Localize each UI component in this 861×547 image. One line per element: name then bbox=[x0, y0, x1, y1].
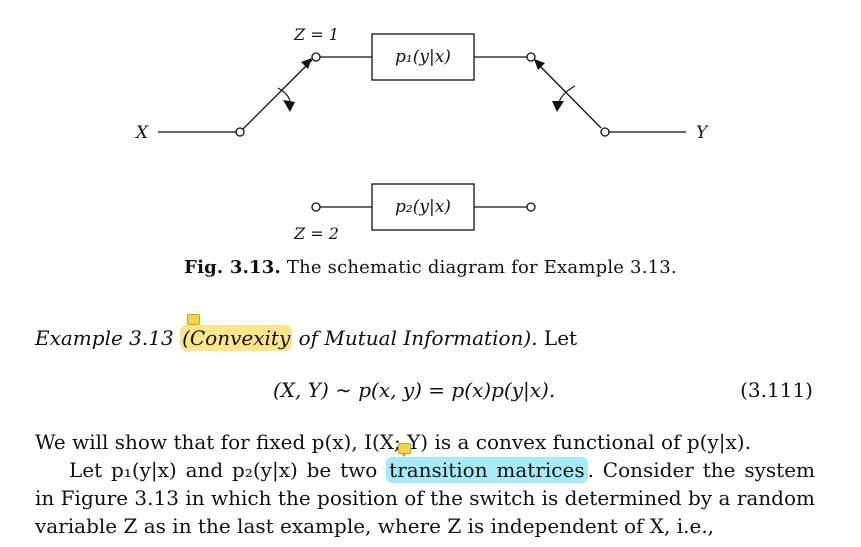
annotation-note-icon[interactable] bbox=[187, 314, 200, 328]
figure-caption: Fig. 3.13. The schematic diagram for Exa… bbox=[0, 257, 861, 278]
right-rotation-arrowhead bbox=[552, 101, 564, 112]
right-switch-arm bbox=[534, 60, 602, 129]
left-switch-pivot bbox=[235, 127, 245, 137]
paragraph-line-4: variable Z as in the last example, where… bbox=[35, 514, 715, 538]
channel-box-2-label: p₂(y|x) bbox=[395, 197, 451, 217]
paragraph-line-2-pre: Let p₁(y|x) and p₂(y|x) be two bbox=[69, 458, 387, 482]
example-heading: Example 3.13 (Convexity of Mutual Inform… bbox=[35, 325, 578, 351]
channel-box-1-label: p₁(y|x) bbox=[395, 47, 451, 67]
schematic-diagram: X Z = 1 p₁(y|x) Y p₂(y|x) Z = 2 bbox=[134, 25, 709, 243]
left-switch-arrowhead bbox=[301, 58, 312, 69]
paragraph-line-2-post: . Consider the system bbox=[587, 458, 815, 482]
left-rotation-arrowhead bbox=[283, 100, 295, 112]
paragraph-line-1: We will show that for fixed p(x), I(X; Y… bbox=[35, 430, 751, 454]
z2-label: Z = 2 bbox=[293, 224, 339, 243]
example-title-rest: of Mutual Information). bbox=[292, 326, 538, 350]
example-let: Let bbox=[537, 326, 578, 350]
left-switch-arm bbox=[242, 59, 313, 130]
figure-caption-text: The schematic diagram for Example 3.13. bbox=[280, 257, 677, 278]
paragraph-line-2: Let p₁(y|x) and p₂(y|x) be two transitio… bbox=[35, 456, 815, 484]
bottom-left-contact bbox=[311, 202, 321, 212]
channel-box-1 bbox=[371, 33, 475, 81]
paragraph-line-3: in Figure 3.13 in which the position of … bbox=[35, 486, 815, 510]
top-right-contact bbox=[526, 52, 536, 62]
top-left-contact bbox=[311, 52, 321, 62]
channel-box-2 bbox=[371, 183, 475, 231]
z1-label: Z = 1 bbox=[293, 25, 339, 44]
x-label: X bbox=[134, 123, 149, 143]
annotation-note-icon-2[interactable] bbox=[398, 443, 411, 457]
equation-number: (3.111) bbox=[740, 378, 813, 402]
figure-caption-label: Fig. 3.13. bbox=[184, 257, 281, 278]
right-switch-arrowhead bbox=[534, 59, 545, 70]
right-switch-pivot bbox=[600, 127, 610, 137]
equation-3-111: (X, Y) ∼ p(x, y) = p(x)p(y|x). bbox=[273, 378, 556, 402]
highlighted-transition-matrices[interactable]: transition matrices bbox=[386, 457, 588, 483]
bottom-right-contact bbox=[526, 202, 536, 212]
example-prefix: Example 3.13 bbox=[35, 326, 181, 350]
y-label: Y bbox=[696, 123, 709, 143]
highlighted-convexity[interactable]: (Convexity bbox=[180, 325, 293, 351]
